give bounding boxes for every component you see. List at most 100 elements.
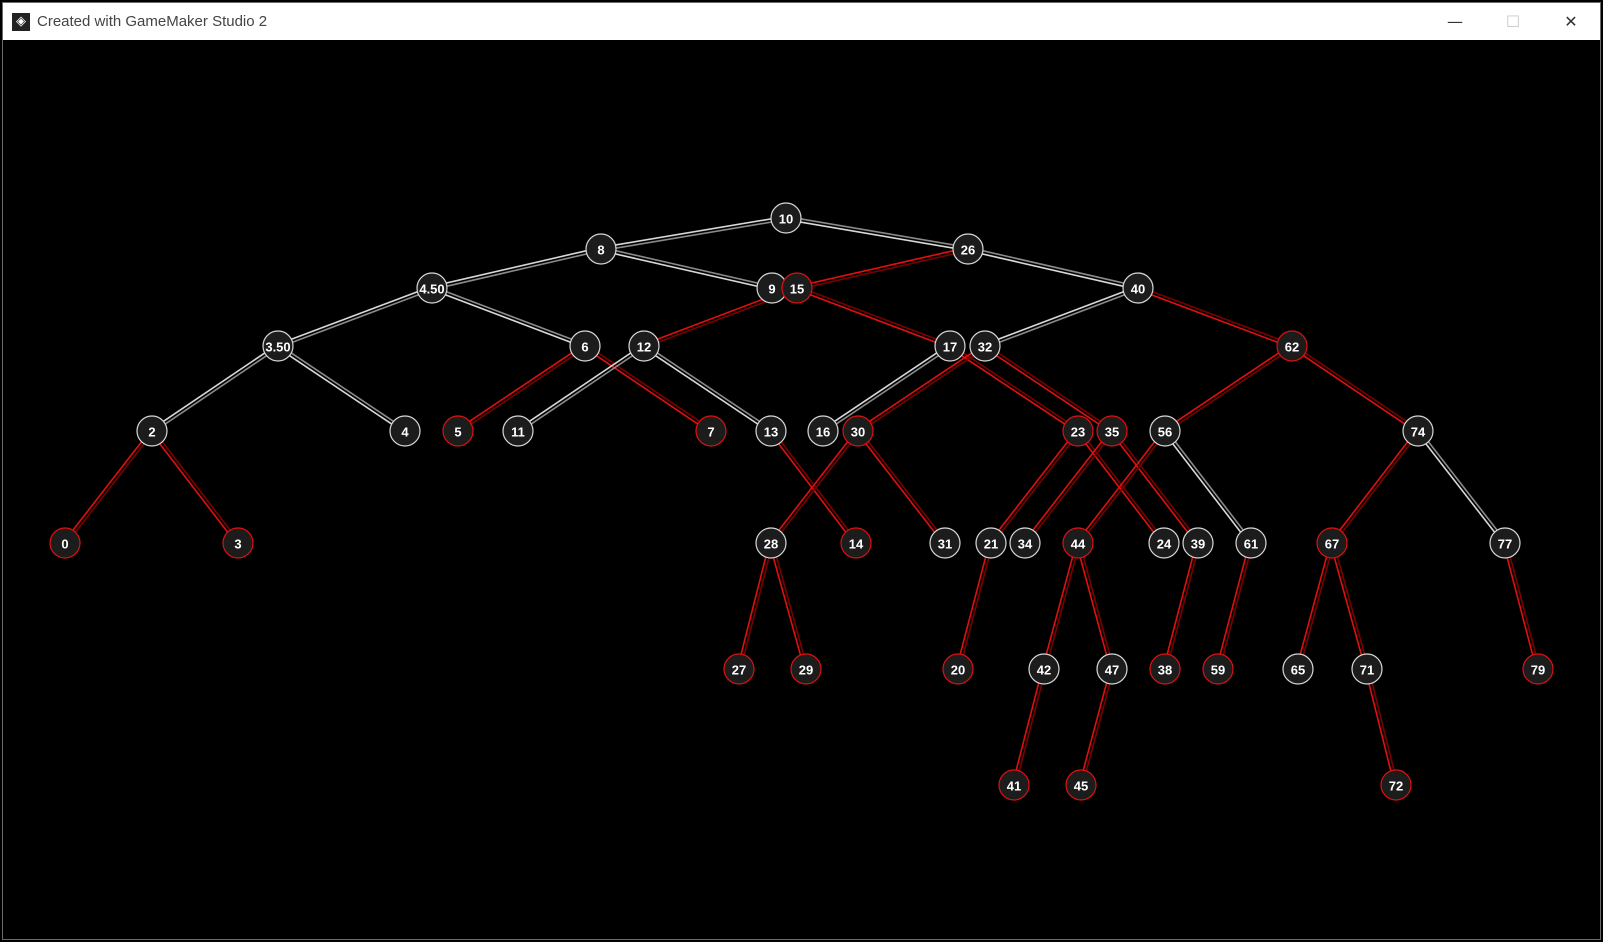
node-circle <box>975 527 1007 559</box>
edge-line <box>1215 542 1251 669</box>
edge-line <box>152 346 280 433</box>
edge-line <box>431 246 601 288</box>
node-label: 10 <box>779 212 793 227</box>
edge-line <box>856 344 985 431</box>
edge-line <box>1165 346 1294 433</box>
red-node-15: 15 <box>781 272 813 304</box>
black-node-32: 32 <box>969 330 1001 362</box>
red-node-20: 20 <box>942 653 974 685</box>
node-circle <box>1062 527 1094 559</box>
black-node-47: 47 <box>1096 653 1128 685</box>
node-label: 28 <box>764 537 778 552</box>
node-circle <box>1009 527 1041 559</box>
node-circle <box>942 653 974 685</box>
edge-line <box>150 344 278 431</box>
title-bar[interactable]: ◈ Created with GameMaker Studio 2 — ☐ ✕ <box>3 3 1600 40</box>
node-circle <box>1096 415 1128 447</box>
edge-line <box>1078 668 1112 785</box>
black-node-13: 13 <box>755 415 787 447</box>
close-button[interactable]: ✕ <box>1564 12 1578 31</box>
tree-edge <box>1023 429 1114 545</box>
node-circle <box>1402 415 1434 447</box>
node-circle <box>1149 653 1181 685</box>
edge-line <box>1295 542 1332 669</box>
maximize-button[interactable]: ☐ <box>1505 12 1521 31</box>
node-circle <box>695 415 727 447</box>
node-label: 26 <box>961 243 975 258</box>
tree-edge <box>63 429 154 545</box>
black-node-2: 2 <box>136 415 168 447</box>
tree-edge <box>796 246 969 291</box>
edge-line <box>858 429 947 543</box>
edge-line <box>518 346 646 433</box>
tree-edge <box>1110 429 1200 545</box>
tree-edge <box>1364 668 1399 786</box>
red-node-29: 29 <box>790 653 822 685</box>
edge-line <box>948 346 1078 433</box>
edge-line <box>601 218 787 252</box>
red-node-23: 23 <box>1062 415 1094 447</box>
node-circle <box>1316 527 1348 559</box>
red-node-5: 5 <box>442 415 474 447</box>
edge-line <box>1110 431 1198 545</box>
edge-line <box>1014 669 1047 786</box>
black-node-74: 74 <box>1402 415 1434 447</box>
black-node-10: 10 <box>770 202 802 234</box>
edge-line <box>150 431 238 545</box>
node-label: 67 <box>1325 537 1339 552</box>
node-circle <box>842 415 874 447</box>
edge-line <box>1165 543 1201 670</box>
edge-line <box>1163 344 1292 431</box>
node-label: 65 <box>1291 663 1305 678</box>
node-label: 9 <box>768 282 775 297</box>
node-circle <box>1028 653 1060 685</box>
node-circle <box>1182 527 1214 559</box>
tree-edge <box>984 285 1139 349</box>
node-circle <box>781 272 813 304</box>
edge-line <box>642 346 771 433</box>
minimize-button[interactable]: — <box>1447 12 1463 31</box>
node-label: 2 <box>148 425 155 440</box>
node-label: 56 <box>1158 425 1172 440</box>
window-controls: — ☐ ✕ <box>1426 3 1600 40</box>
black-node-71: 71 <box>1351 653 1383 685</box>
tree-edge <box>1078 668 1115 786</box>
edge-line <box>1137 288 1292 349</box>
edge-line <box>1292 344 1420 431</box>
node-circle <box>755 527 787 559</box>
edge-line <box>983 346 1112 433</box>
node-circle <box>222 527 254 559</box>
edge-line <box>1163 431 1251 545</box>
node-label: 3.50 <box>265 340 290 355</box>
red-node-79: 79 <box>1522 653 1554 685</box>
black-node-4: 4 <box>389 415 421 447</box>
red-node-44: 44 <box>1062 527 1094 559</box>
node-label: 41 <box>1007 779 1021 794</box>
tree-edge <box>768 542 809 670</box>
tree-edge <box>516 344 646 433</box>
node-label: 15 <box>790 282 804 297</box>
node-circle <box>840 527 872 559</box>
node-label: 8 <box>597 243 604 258</box>
tree-edge <box>983 344 1114 433</box>
edge-line <box>858 346 987 433</box>
edge-line <box>823 346 952 433</box>
tree-edge <box>796 285 951 349</box>
black-node-17: 17 <box>934 330 966 362</box>
node-label: 77 <box>1498 537 1512 552</box>
red-node-35: 35 <box>1096 415 1128 447</box>
node-label: 62 <box>1285 340 1299 355</box>
window-title: Created with GameMaker Studio 2 <box>37 13 268 30</box>
black-node-6: 6 <box>569 330 601 362</box>
edge-line <box>771 431 860 545</box>
edge-line <box>1081 669 1115 786</box>
edge-line <box>65 431 154 545</box>
node-label: 59 <box>1211 663 1225 678</box>
tree-edge <box>989 429 1080 545</box>
node-label: 30 <box>851 425 865 440</box>
edge-line <box>456 344 585 431</box>
black-node-34: 34 <box>1009 527 1041 559</box>
edge-line <box>1078 542 1115 669</box>
edges-layer <box>63 215 1541 786</box>
